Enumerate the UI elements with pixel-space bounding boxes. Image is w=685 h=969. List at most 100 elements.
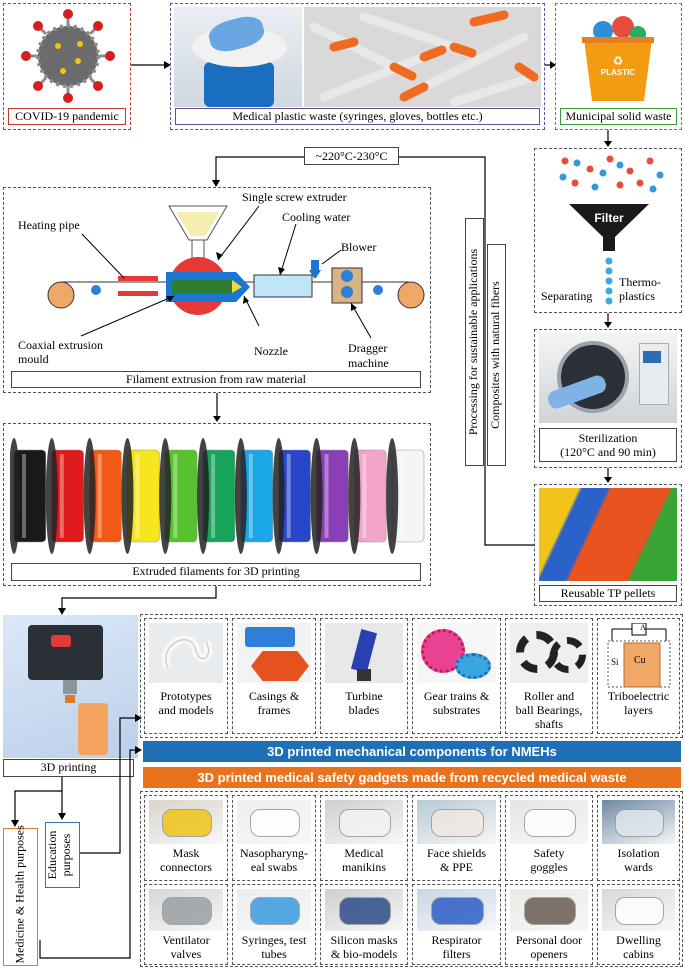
pellets-panel: Reusable TP pellets [534,484,682,606]
filament-spool [83,438,122,554]
printing-label: 3D printing [3,759,134,777]
heating-pipe-label: Heating pipe [18,218,80,232]
arrow-filter-sterilization [604,313,612,328]
arrow-medical-municipal [545,61,556,69]
arrow-extrusion-spools [213,393,221,422]
tribo-si: Si [611,657,619,667]
component-caption: Ventilator valves [162,933,210,961]
component-image [149,800,223,844]
component-caption: Silicon masks & bio-models [330,933,398,961]
arrow-covid-medical [131,61,171,69]
blower-label: Blower [341,240,377,254]
component-image [325,889,403,931]
composites-box [487,244,506,466]
filament-spools-panel: Extruded filaments for 3D printing [3,423,431,586]
separating-label: Separating [541,289,593,303]
component-image [417,800,496,844]
recycle-bin-icon: PLASTIC ♻ [582,16,654,101]
bin-label: PLASTIC [601,68,635,77]
component-image [602,800,675,844]
filament-spool [234,438,274,554]
component-card: Turbine blades [320,618,408,734]
filament-spool [45,438,84,554]
component-image [510,623,588,683]
component-image [149,889,223,931]
component-caption: Medical manikins [342,846,386,874]
thermoplastics-label: Thermo- plastics [619,275,661,303]
component-caption: Turbine blades [345,689,383,717]
covid-panel [3,3,131,130]
component-caption: Safety goggles [530,846,568,874]
printer-photo [3,615,138,758]
extrusion-panel: Single screw extruder Heating pipe Cooli… [3,187,431,393]
filament-spool [10,438,47,554]
medical-bar: 3D printed medical safety gadgets made f… [143,767,681,788]
dragger-label: Dragger machine [348,341,389,370]
component-caption: Roller and ball Bearings, shafts [515,689,583,731]
svg-text:♻: ♻ [613,54,624,68]
component-card: Syringes, test tubes [232,884,316,965]
component-image [510,800,588,844]
filter-panel: Filter Separating Thermo- plastics [534,148,682,313]
temperature-label: ~220°C-230°C [304,147,399,165]
arrow-municipal-filter [604,130,612,147]
component-image [149,623,223,683]
processing-label: Processing for sustainable applications [466,248,480,436]
sterilization-label: Sterilization (120°C and 90 min) [539,428,677,462]
component-card: Safety goggles [505,795,593,881]
component-image [510,889,588,931]
component-caption: Gear trains & substrates [423,689,490,717]
component-card: Isolation wards [597,795,680,881]
component-card: Prototypes and models [144,618,228,734]
component-caption: Syringes, test tubes [241,933,307,961]
composites-label: Composites with natural fibers [488,281,502,429]
autoclave-photo [539,333,677,423]
municipal-label: Municipal solid waste [560,108,677,125]
covid-label: COVID-19 pandemic [8,108,126,125]
filament-spool [121,438,160,554]
filament-spool [310,438,349,554]
component-image [237,623,311,683]
filter-icon [559,155,664,305]
pellets-photo [539,488,677,581]
component-card: Roller and ball Bearings, shafts [505,618,593,734]
component-image [237,800,311,844]
filament-spool [159,438,198,554]
triboelectric-diagram [607,623,671,688]
component-card: Nasopharyng- eal swabs [232,795,316,881]
municipal-panel: PLASTIC ♻ [555,3,682,130]
filament-spool [197,438,236,554]
mechanical-panel [140,614,683,738]
component-caption: Face shields & PPE [427,846,486,874]
component-image [325,623,403,683]
component-caption: Casings & frames [248,689,300,717]
component-card: Ventilator valves [144,884,228,965]
component-caption: Mask connectors [160,846,212,874]
virus-icon [21,9,115,103]
coaxial-label: Coaxial extrusion mould [18,338,103,366]
component-card: Medical manikins [320,795,408,881]
extruder-diagram [47,205,425,339]
component-caption: Dwelling cabins [616,933,661,961]
component-card: Casings & frames [232,618,316,734]
component-card: Gear trains & substrates [412,618,501,734]
component-card: Mask connectors [144,795,228,881]
medical-waste-label: Medical plastic waste (syringes, gloves,… [175,108,540,125]
component-image [325,800,403,844]
tribo-a: A [640,623,646,632]
nozzle-label: Nozzle [254,344,288,358]
component-card: Personal door openers [505,884,593,965]
medicine-box [3,828,38,966]
component-caption: Nasopharyng- eal swabs [240,846,308,874]
arrow-sterilization-pellets [604,468,612,483]
pellets-label: Reusable TP pellets [539,585,677,602]
component-card: Face shields & PPE [412,795,501,881]
syringes-photo [304,7,541,107]
processing-box [465,218,484,466]
component-image [237,889,311,931]
gloves-photo [174,7,302,107]
extruded-filaments-label: Extruded filaments for 3D printing [11,563,421,581]
component-card: Silicon masks & bio-models [320,884,408,965]
